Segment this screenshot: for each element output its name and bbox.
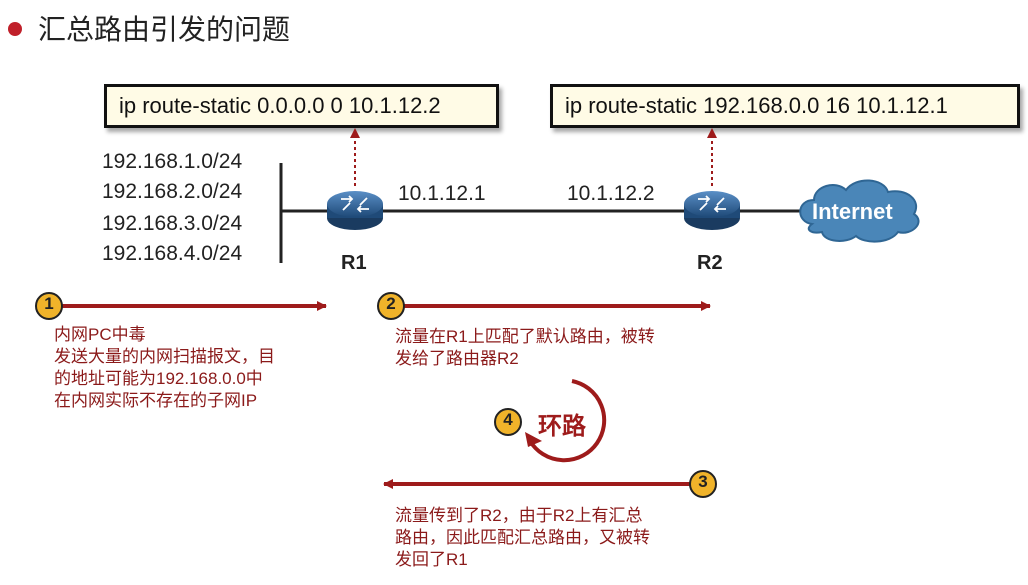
r1-interface-ip: 10.1.12.1 — [398, 182, 486, 205]
note-line: 流量在R1上匹配了默认路由，被转 — [395, 327, 655, 346]
title-bullet — [8, 22, 22, 36]
network-label: 192.168.1.0/24 — [102, 150, 243, 173]
page-title: 汇总路由引发的问题 — [38, 13, 291, 46]
step3-badge — [689, 470, 717, 498]
note-line: 的地址可能为192.168.0.0中 — [54, 369, 263, 388]
network-label: 192.168.3.0/24 — [102, 212, 243, 235]
loop-arrowhead — [525, 432, 542, 447]
note-line: 在内网实际不存在的子网IP — [54, 391, 258, 410]
step1-note: 内网PC中毒 发送大量的内网扫描报文，目 的地址可能为192.168.0.0中 … — [54, 324, 275, 412]
internet-label: Internet — [812, 199, 893, 224]
note-line: 发给了路由器R2 — [395, 349, 519, 368]
step3-number: 3 — [698, 472, 708, 491]
internet-cloud-icon — [799, 179, 920, 243]
router-r1-label: R1 — [341, 252, 367, 274]
step2-badge — [377, 292, 405, 320]
router-r2-label: R2 — [697, 252, 723, 274]
note-line: 发回了R1 — [395, 550, 468, 569]
network-label: 192.168.4.0/24 — [102, 242, 243, 265]
step1-badge — [35, 292, 63, 320]
step4-number: 4 — [503, 410, 513, 429]
router-r2-icon — [684, 191, 740, 230]
r1-command-pointer-head — [350, 128, 360, 138]
step4-badge — [494, 408, 522, 436]
note-line: 路由，因此匹配汇总路由，又被转 — [395, 528, 650, 547]
step2-number: 2 — [386, 294, 396, 313]
note-line: 流量传到了R2，由于R2上有汇总 — [395, 506, 643, 525]
step3-note: 流量传到了R2，由于R2上有汇总 路由，因此匹配汇总路由，又被转 发回了R1 — [395, 505, 650, 571]
r1-route-command: ip route-static 0.0.0.0 0 10.1.12.2 — [104, 84, 499, 128]
r2-route-command: ip route-static 192.168.0.0 16 10.1.12.1 — [550, 84, 1020, 128]
loop-label: 环路 — [538, 412, 586, 440]
r2-interface-ip: 10.1.12.2 — [567, 182, 655, 205]
note-line: 内网PC中毒 — [54, 325, 146, 344]
r2-command-pointer-head — [707, 128, 717, 138]
step2-note: 流量在R1上匹配了默认路由，被转 发给了路由器R2 — [395, 326, 655, 370]
router-r1-icon — [327, 191, 383, 230]
note-line: 发送大量的内网扫描报文，目 — [54, 347, 275, 366]
step1-number: 1 — [44, 294, 54, 313]
loop-arc — [528, 379, 607, 463]
network-label: 192.168.2.0/24 — [102, 180, 243, 203]
